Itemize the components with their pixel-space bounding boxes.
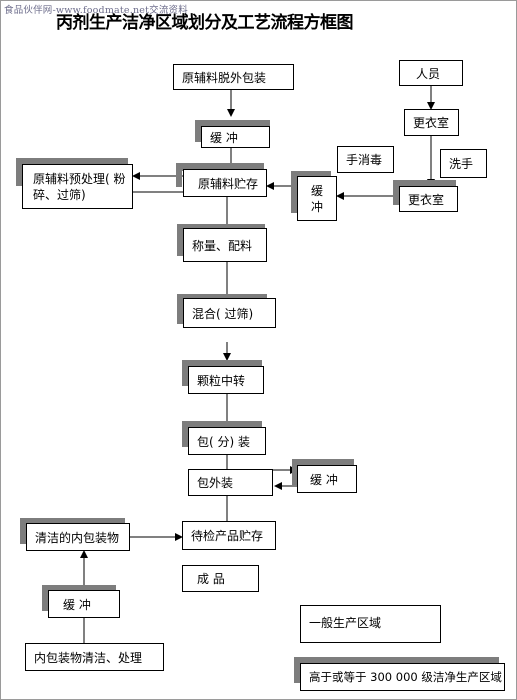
shadow-buffer-1-left: [195, 120, 201, 142]
shadow-changing-2: [393, 180, 456, 188]
node-weigh: 称量、配料: [183, 228, 267, 262]
watermark: 食品伙伴网-www.foodmate.net交流资料: [4, 5, 188, 16]
shadow-raw-storage: [176, 163, 264, 171]
legend-general-label: 一般生产区域: [309, 616, 382, 630]
shadow-clean-inner-left: [20, 518, 26, 544]
node-changing-room-1-label: 更衣室: [413, 116, 450, 130]
node-changing-room-2-label: 更衣室: [408, 192, 445, 207]
node-personnel: 人员: [399, 60, 463, 86]
node-personnel-label: 人员: [416, 66, 441, 81]
shadow-legend-clean-left: [294, 657, 300, 683]
node-buffer-2: 缓 冲: [297, 465, 357, 493]
node-clean-inner: 清洁的内包装物: [26, 523, 130, 551]
node-buffer-3: 缓 冲: [48, 590, 120, 618]
node-finished: 成 品: [182, 565, 259, 592]
shadow-changing-2-left: [393, 180, 399, 205]
node-raw-unpack-label: 原辅料脱外包装: [182, 70, 267, 85]
node-inner-clean-process-label: 内包装物清洁、处理: [34, 650, 143, 665]
shadow-pack-left: [182, 421, 188, 447]
node-mix: 混合( 过筛): [183, 298, 276, 328]
node-buffer-1: 缓 冲: [201, 126, 270, 148]
node-pretreat-label: 原辅料预处理( 粉碎、过筛): [33, 171, 126, 202]
node-hand-wash-label: 洗手: [449, 157, 474, 171]
shadow-weigh-left: [177, 224, 183, 256]
shadow-mix: [177, 294, 267, 301]
legend-general-area: 一般生产区域: [300, 605, 441, 643]
node-buffer-2-label: 缓 冲: [310, 472, 338, 487]
node-buffer-1-label: 缓 冲: [210, 130, 238, 145]
shadow-raw-storage-left: [176, 163, 182, 187]
shadow-weigh: [177, 224, 265, 231]
node-outer-pack-label: 包外装: [197, 476, 234, 490]
shadow-clean-inner: [20, 518, 125, 526]
shadow-granule: [182, 360, 262, 368]
node-changing-room-1: 更衣室: [404, 109, 459, 136]
node-pack-label: 包( 分) 装: [197, 434, 250, 449]
node-changing-room-2: 更衣室: [399, 186, 458, 212]
node-buffer-3-label: 缓 冲: [63, 597, 91, 612]
node-finished-label: 成 品: [197, 572, 225, 586]
shadow-pretreat-left: [16, 158, 22, 186]
node-pretreat: 原辅料预处理( 粉碎、过筛): [22, 164, 133, 209]
shadow-granule-left: [182, 360, 188, 386]
node-raw-storage: 原辅料贮存: [183, 169, 267, 197]
shadow-buffer-3-left: [42, 585, 48, 611]
legend-clean-area: 高于或等于 300 000 级洁净生产区域: [300, 663, 505, 691]
node-pending-storage-label: 待检产品贮存: [191, 529, 264, 543]
node-pack: 包( 分) 装: [188, 427, 266, 455]
node-hand-disinfect: 手消毒: [337, 146, 394, 173]
node-pending-storage: 待检产品贮存: [182, 521, 276, 550]
legend-clean-label: 高于或等于 300 000 级洁净生产区域: [309, 670, 502, 684]
node-raw-storage-label: 原辅料贮存: [198, 176, 259, 191]
node-hand-disinfect-label: 手消毒: [346, 153, 383, 167]
node-outer-pack: 包外装: [188, 469, 273, 496]
node-raw-unpack: 原辅料脱外包装: [173, 64, 294, 90]
shadow-buffer-3: [42, 585, 116, 593]
node-granule-transfer: 颗粒中转: [188, 366, 264, 394]
shadow-mix-left: [177, 294, 183, 324]
node-granule-transfer-label: 颗粒中转: [197, 373, 246, 388]
shadow-pretreat: [16, 158, 128, 167]
shadow-legend-clean: [294, 657, 499, 665]
shadow-pack: [182, 421, 262, 429]
shadow-buffer-2-left: [292, 459, 298, 485]
node-buffer-vertical-label: 缓冲: [310, 183, 323, 214]
shadow-buffer-1: [195, 120, 270, 130]
shadow-buffer-v-left: [291, 171, 297, 213]
node-hand-wash: 洗手: [440, 149, 487, 178]
node-buffer-vertical: 缓冲: [297, 176, 337, 221]
shadow-buffer-2: [292, 459, 354, 467]
node-clean-inner-label: 清洁的内包装物: [35, 530, 120, 545]
shadow-buffer-v: [291, 171, 331, 178]
node-inner-clean-process: 内包装物清洁、处理: [25, 643, 164, 671]
diagram-title: 丙剂生产洁净区域划分及工艺流程方框图: [56, 13, 354, 33]
node-weigh-label: 称量、配料: [192, 238, 253, 253]
node-mix-label: 混合( 过筛): [192, 306, 254, 321]
